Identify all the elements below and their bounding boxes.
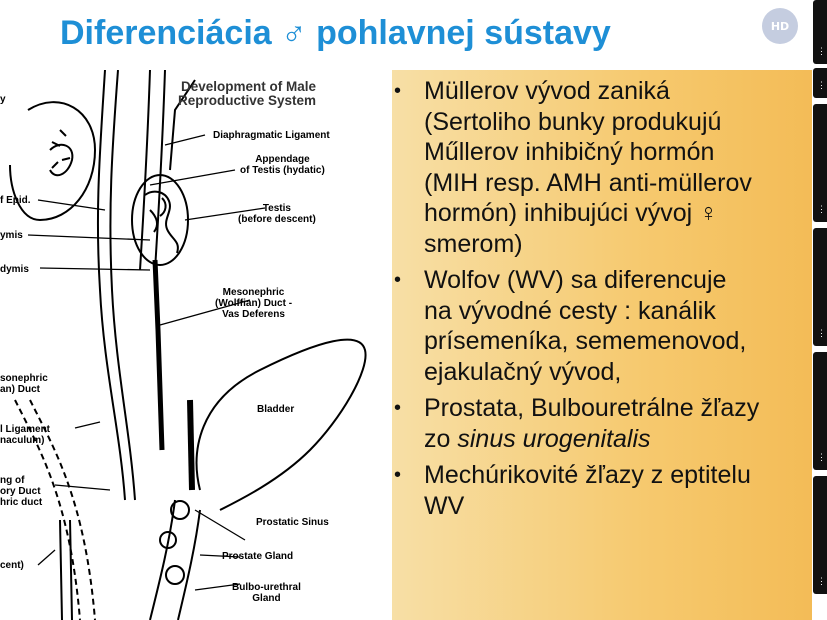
bullet-line: zo sinus urogenitalis [424,424,651,453]
bullet-line: (Sertoliho bunky produkujú [424,107,722,136]
label-left-cent: cent) [0,560,24,571]
bullet-item: Müllerov vývod zaniká(Sertoliho bunky pr… [392,76,812,259]
bullet-line: smerom) [424,229,523,258]
diagram-drawing [9,70,367,620]
side-tab[interactable]: ⋮ [813,104,827,222]
bullet-line: ejakulačný vývod, [424,357,622,386]
label-appendage-of-testis: Appendage of Testis (hydatic) [240,154,325,176]
label-mesonephric-duct: Mesonephric (Wolffian) Duct - Vas Defere… [215,287,293,320]
text-panel: Müllerov vývod zaniká(Sertoliho bunky pr… [392,70,812,620]
label-left-epid: f Epid. [0,195,31,206]
slide-title: Diferenciácia ♂ pohlavnej sústavy [60,14,611,52]
label-left-y: y [0,94,6,105]
more-vert-icon: ⋮ [817,452,826,462]
bullet-line: (MIH resp. AMH anti-müllerov [424,168,752,197]
label-bulbo-urethral-gland: Bulbo-urethral Gland [232,582,301,604]
label-left-ligament: l Ligament naculum) [0,424,51,446]
more-vert-icon: ⋮ [817,576,826,586]
label-left-ymis: ymis [0,230,23,241]
bullet-line: hormón) inhibujúci vývoj ♀ [424,199,718,227]
more-vert-icon: ⋮ [817,46,826,56]
avatar[interactable]: HD [762,8,798,44]
bullet-line: Müllerov vývod zaniká [424,77,670,105]
reproductive-diagram: Development of Male Reproductive System … [0,70,392,620]
side-tab[interactable]: ⋮ [813,228,827,346]
label-prostatic-sinus: Prostatic Sinus [256,517,329,528]
label-left-dymis: dymis [0,264,29,275]
bullet-line: Wolfov (WV) sa diferencuje [424,266,727,294]
label-testis: Testis (before descent) [238,203,316,225]
side-tab[interactable]: ⋮ [813,68,827,98]
label-left-mesonephric-duct: sonephric an) Duct [0,373,48,395]
bullet-list: Müllerov vývod zaniká(Sertoliho bunky pr… [392,76,812,527]
label-diaphragmatic-ligament: Diaphragmatic Ligament [213,130,330,141]
bullet-line: prísemeníka, sememenovod, [424,327,747,355]
label-prostate-gland: Prostate Gland [222,551,294,562]
label-left-duct: ng of ory Duct hric duct [0,475,43,508]
more-vert-icon: ⋮ [817,80,826,90]
side-tab[interactable]: ⋮ [813,352,827,470]
bullet-line: Műllerov inhibičný hormón [424,138,715,166]
more-vert-icon: ⋮ [817,204,826,214]
bullet-line: na vývodné cesty : kanálik [424,296,716,325]
bullet-line: WV [424,491,465,520]
side-tab[interactable]: ⋮ [813,476,827,594]
bullet-line: Mechúrikovité žľazy z eptitelu [424,461,751,489]
more-vert-icon: ⋮ [817,328,826,338]
side-tab[interactable]: ⋮ [813,0,827,64]
bullet-line: Prostata, Bulbouretrálne žľazy [424,394,760,422]
label-bladder: Bladder [257,404,295,415]
diagram-title: Development of Male Reproductive System [178,79,317,108]
